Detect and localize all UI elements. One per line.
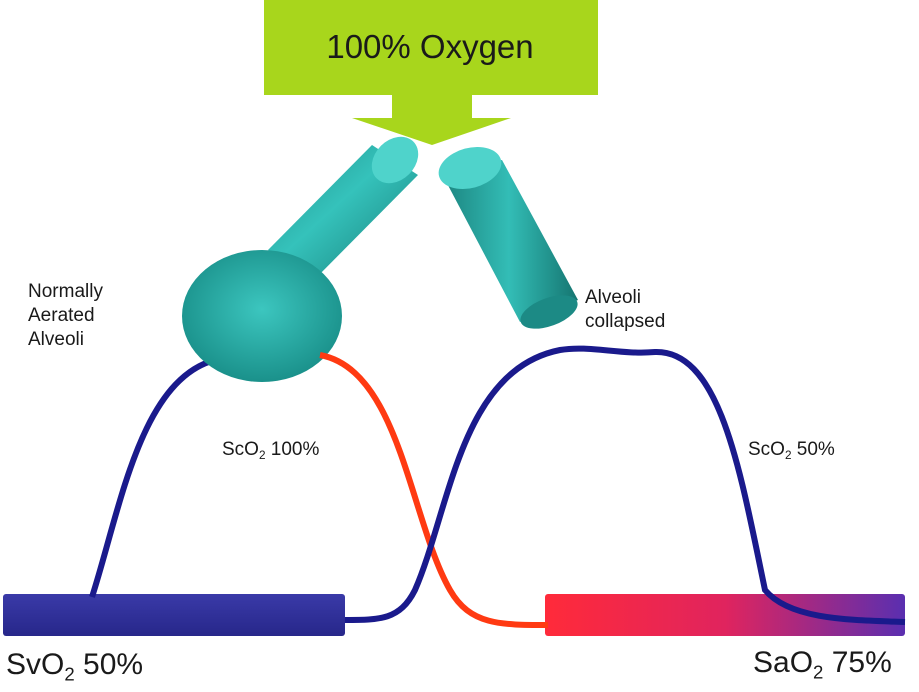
svo2-sub: 2 <box>64 663 75 685</box>
collapsed-alveoli-line-1: Alveoli <box>585 287 641 308</box>
normal-alveoli-line-1: Normally <box>28 281 103 302</box>
sao2-suffix: 75% <box>823 646 892 679</box>
shunt-capillary <box>344 345 906 625</box>
oxygen-arrow <box>264 0 598 145</box>
normal-alveoli-line-2: Aerated <box>28 305 95 326</box>
right-airway-tube <box>438 146 578 329</box>
venous-bar <box>3 594 345 636</box>
left-airway-tube <box>268 136 419 282</box>
svo2-label: SvO2 50% <box>6 648 143 692</box>
collapsed-alveoli-label: Alveoli collapsed <box>585 286 665 334</box>
arterial-bar <box>545 594 905 636</box>
svo2-prefix: SvO <box>6 648 65 681</box>
normal-alveoli-line-3: Alveoli <box>28 329 84 350</box>
sao2-label: SaO2 75% <box>753 646 892 690</box>
sco2-right-prefix: ScO <box>748 439 785 460</box>
sco2-right-label: ScO2 50% <box>748 438 835 468</box>
oxygenated-capillary <box>319 352 549 628</box>
sco2-right-sub: 2 <box>784 449 792 463</box>
normal-alveoli-label: Normally Aerated Alveoli <box>28 280 103 352</box>
venous-capillary-left <box>89 357 216 598</box>
sao2-prefix: SaO <box>753 646 814 679</box>
sao2-sub: 2 <box>813 661 824 683</box>
sco2-left-sub: 2 <box>258 449 266 463</box>
oxygen-label: 100% Oxygen <box>326 28 534 65</box>
normal-alveolus <box>182 250 342 382</box>
svo2-suffix: 50% <box>74 648 144 681</box>
sco2-right-suffix: 50% <box>791 439 835 460</box>
sco2-left-prefix: ScO <box>222 439 259 460</box>
collapsed-alveoli-line-2: collapsed <box>585 311 666 332</box>
sco2-left-suffix: 100% <box>265 439 320 460</box>
sco2-left-label: ScO2 100% <box>222 438 319 468</box>
